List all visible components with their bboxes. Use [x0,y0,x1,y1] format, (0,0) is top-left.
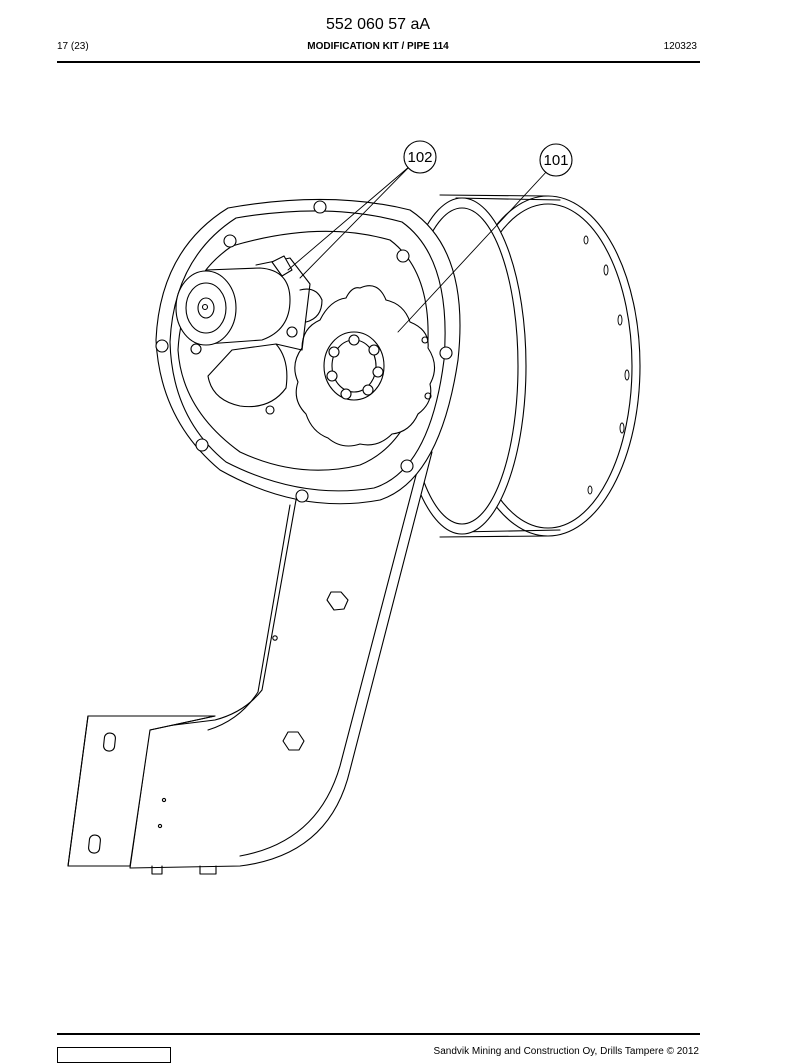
callout-102: 102 [403,140,437,174]
arm-bolts [282,591,349,751]
callout-101-label: 101 [543,152,568,169]
leader-lines [287,165,549,333]
callout-102-label: 102 [407,149,432,166]
support-arm [67,451,433,875]
document-date: 120323 [663,41,697,52]
housing-bolts [155,200,453,503]
sprocket-gear [294,285,436,447]
header-rule [57,61,700,63]
company-logo [57,1047,171,1063]
document-number: 552 060 57 aA [325,16,431,33]
footer-rule [57,1033,700,1035]
document-title: MODIFICATION KIT / PIPE 114 [307,41,449,52]
callout-101: 101 [539,143,573,177]
motor-unit [175,255,323,415]
footer-copyright: Sandvik Mining and Construction Oy, Dril… [433,1046,699,1057]
page-number: 17 (23) [57,41,89,52]
